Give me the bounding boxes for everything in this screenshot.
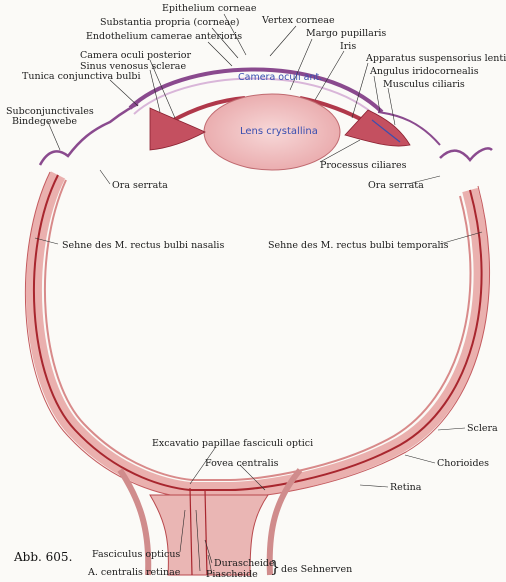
label-tunica-conjunctiva: Tunica conjunctiva bulbi: [22, 71, 141, 82]
label-vertex-corneae: Vertex corneae: [261, 15, 335, 26]
label-fovea: Fovea centralis: [205, 458, 279, 469]
label-fasciculus: Fasciculus opticus: [92, 549, 180, 560]
label-endothelium: Endothelium camerae anterioris: [86, 31, 242, 42]
label-apparatus: Apparatus suspensorius lentis: [365, 53, 506, 64]
label-iris: Iris: [340, 41, 356, 52]
label-sehne-temporalis: Sehne des M. rectus bulbi temporalis: [268, 240, 449, 251]
label-musculus-ciliaris: Musculus ciliaris: [383, 79, 465, 90]
label-angulus: Angulus iridocornealis: [369, 66, 479, 77]
optic-nerve: [117, 468, 303, 576]
brace-sehnerven: }: [270, 557, 280, 576]
label-camera-posterior: Camera oculi posterior: [80, 50, 191, 61]
label-a-centralis: A. centralis retinae: [87, 567, 181, 578]
label-subconjunctivales: Subconjunctivales: [6, 106, 94, 117]
label-lens: Lens crystallina: [240, 126, 318, 137]
eyeball-wall: [24, 171, 490, 499]
cornea: [128, 67, 384, 119]
label-sinus-venosus: Sinus venosus sclerae: [80, 61, 186, 72]
label-camera-anterior: Camera oculi ant.: [238, 72, 322, 83]
label-des-sehnerven: des Sehnerven: [281, 564, 352, 575]
label-processus-ciliares: Processus ciliares: [320, 160, 407, 171]
label-margo-pupillaris: Margo pupillaris: [306, 28, 386, 39]
label-piascheide: Piascheide: [206, 569, 258, 580]
labels: Epithelium corneae Substantia propria (c…: [6, 3, 506, 580]
label-ora-serrata-left: Ora serrata: [112, 180, 168, 191]
figure-caption: Abb. 605.: [13, 550, 72, 564]
label-retina: Retina: [390, 482, 422, 493]
label-sclera: Sclera: [467, 423, 498, 434]
conjunctiva: [38, 102, 493, 166]
label-ora-serrata-right: Ora serrata: [368, 180, 424, 191]
label-durascheide: Durascheide: [214, 558, 275, 569]
label-substantia-propria: Substantia propria (corneae): [100, 17, 239, 28]
label-sehne-nasalis: Sehne des M. rectus bulbi nasalis: [62, 240, 224, 251]
label-chorioides: Chorioides: [437, 458, 489, 469]
label-excavatio: Excavatio papillae fasciculi optici: [152, 438, 313, 449]
label-epithelium-corneae: Epithelium corneae: [162, 3, 257, 14]
ciliary-body: [149, 107, 411, 151]
label-bindegewebe: Bindegewebe: [12, 116, 77, 127]
leader-lines: [34, 13, 483, 575]
